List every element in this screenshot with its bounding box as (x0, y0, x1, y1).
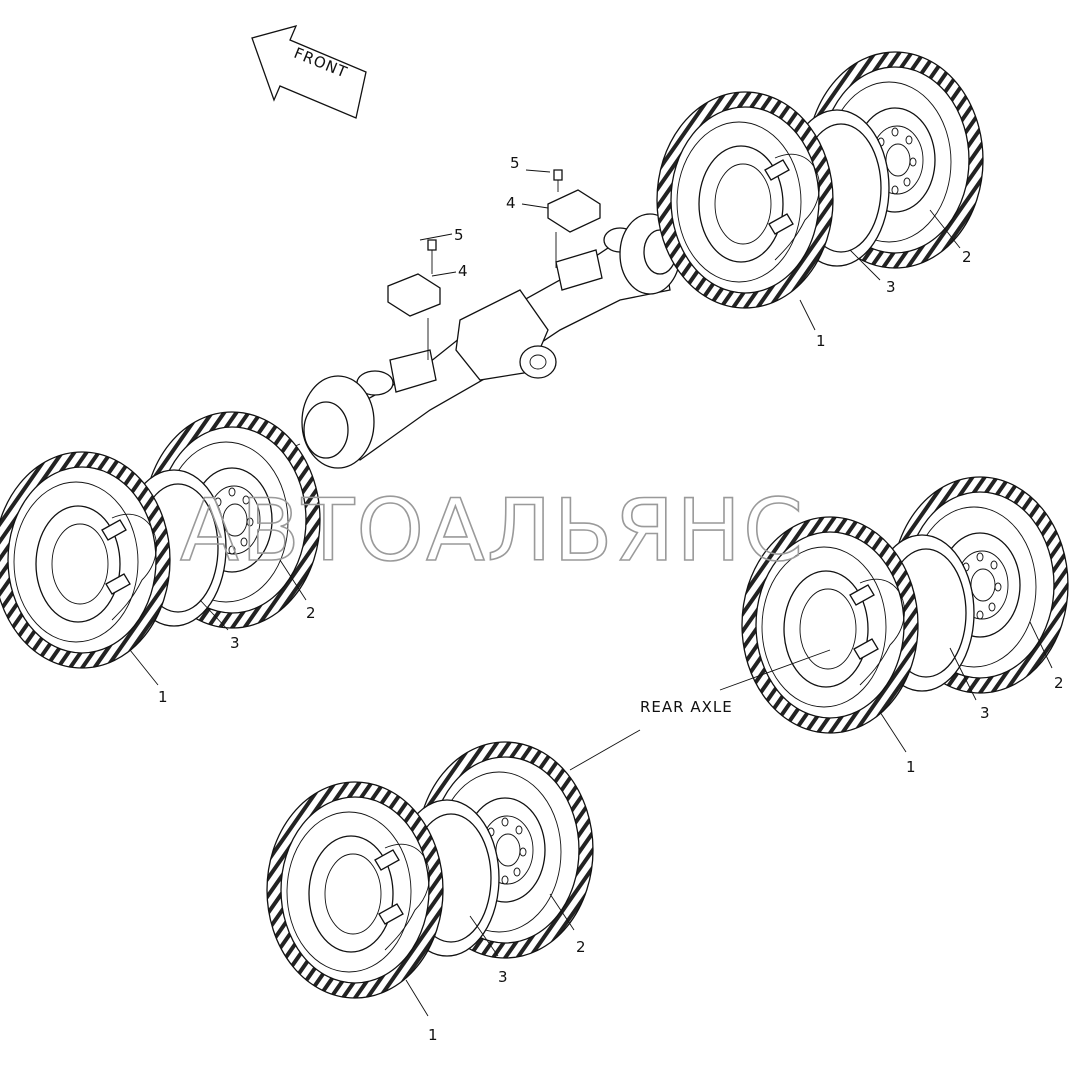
callout-3: 3 (886, 278, 896, 296)
rear-axle-housing (239, 213, 721, 471)
wheel-set-bottom (267, 742, 593, 998)
front-direction-arrow: FRONT (251, 25, 367, 119)
callouts: 1 3 2 1 3 2 1 3 2 1 3 2 5 4 5 4 (129, 154, 1064, 1044)
callout-2: 2 (1054, 674, 1064, 692)
callout-2: 2 (962, 248, 972, 266)
watermark: АВТОАЛЬЯНС (180, 481, 805, 581)
callout-2: 2 (306, 604, 316, 622)
callout-4: 4 (458, 262, 468, 280)
callout-3: 3 (498, 968, 508, 986)
callout-4: 4 (506, 194, 516, 212)
callout-1: 1 (906, 758, 916, 776)
callout-3: 3 (980, 704, 990, 722)
callout-1: 1 (816, 332, 826, 350)
rear-axle-label: REAR AXLE (640, 698, 733, 716)
callout-5: 5 (454, 226, 464, 244)
mounting-pad-left (387, 239, 441, 360)
callout-1: 1 (158, 688, 168, 706)
callout-1: 1 (428, 1026, 438, 1044)
wheel-set-upper-right (657, 52, 983, 308)
callout-3: 3 (230, 634, 240, 652)
callout-5: 5 (510, 154, 520, 172)
callout-2: 2 (576, 938, 586, 956)
mounting-pad-right (547, 169, 601, 268)
